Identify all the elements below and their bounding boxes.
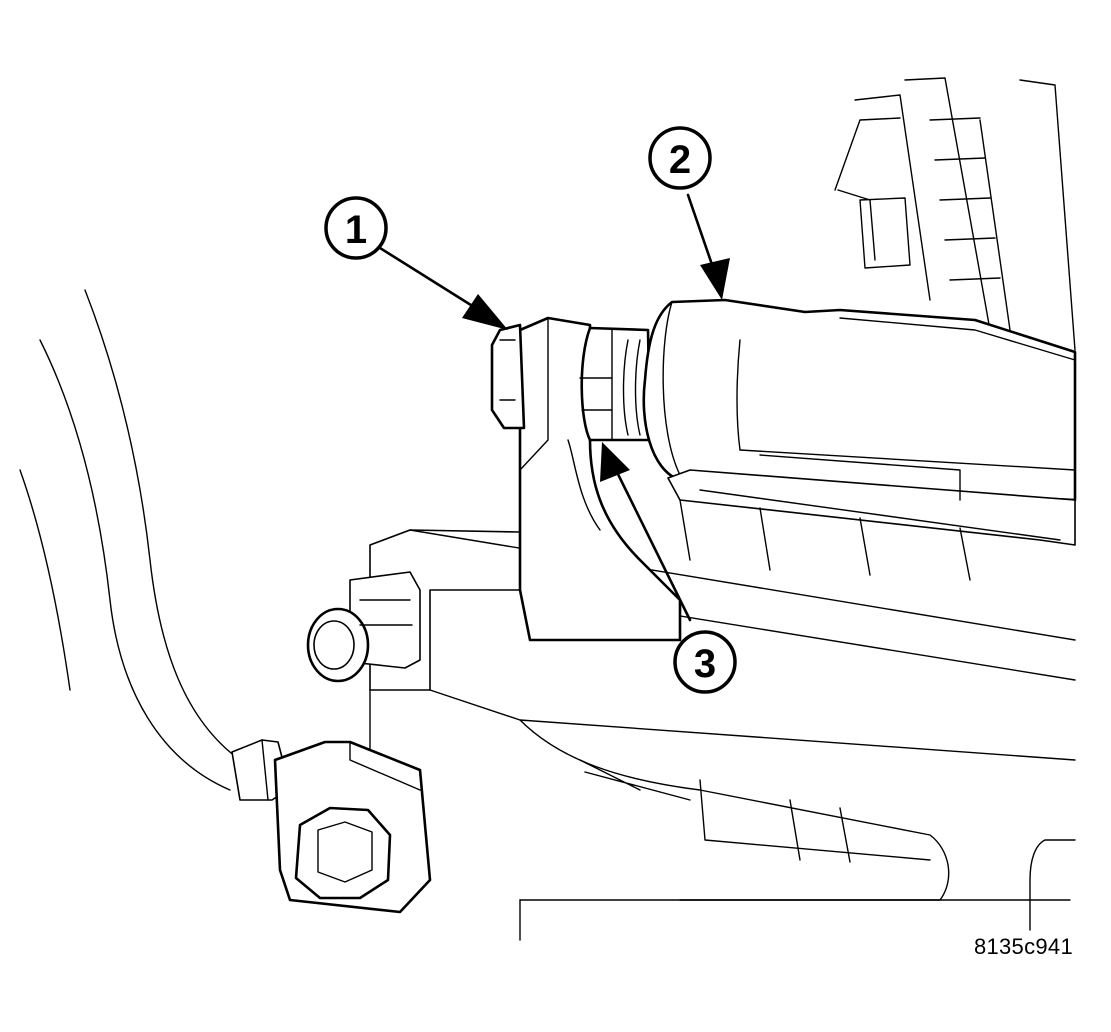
callout-1: 1 [324,196,388,260]
leader-arrow-2 [686,193,730,300]
guide-pin-bolt [490,323,526,430]
callout-1-number: 1 [345,208,367,252]
callout-2-number: 2 [669,138,691,182]
callout-3-number: 3 [694,642,716,686]
brake-hose [19,289,291,801]
rotor-background [834,77,1076,351]
leader-arrow-3 [600,442,692,622]
figure-id: 8135c941 [973,934,1073,959]
leader-arrow-1 [378,246,508,330]
bracket-bolt [273,740,432,914]
guide-pin-bushing [579,326,652,442]
brake-line-fitting [306,571,421,683]
callout-2: 2 [648,126,712,190]
wheel-fragment [1029,839,1076,931]
callout-3: 3 [673,630,737,694]
caliper-piston-housing [642,298,1077,581]
caliper-body [369,529,1076,941]
